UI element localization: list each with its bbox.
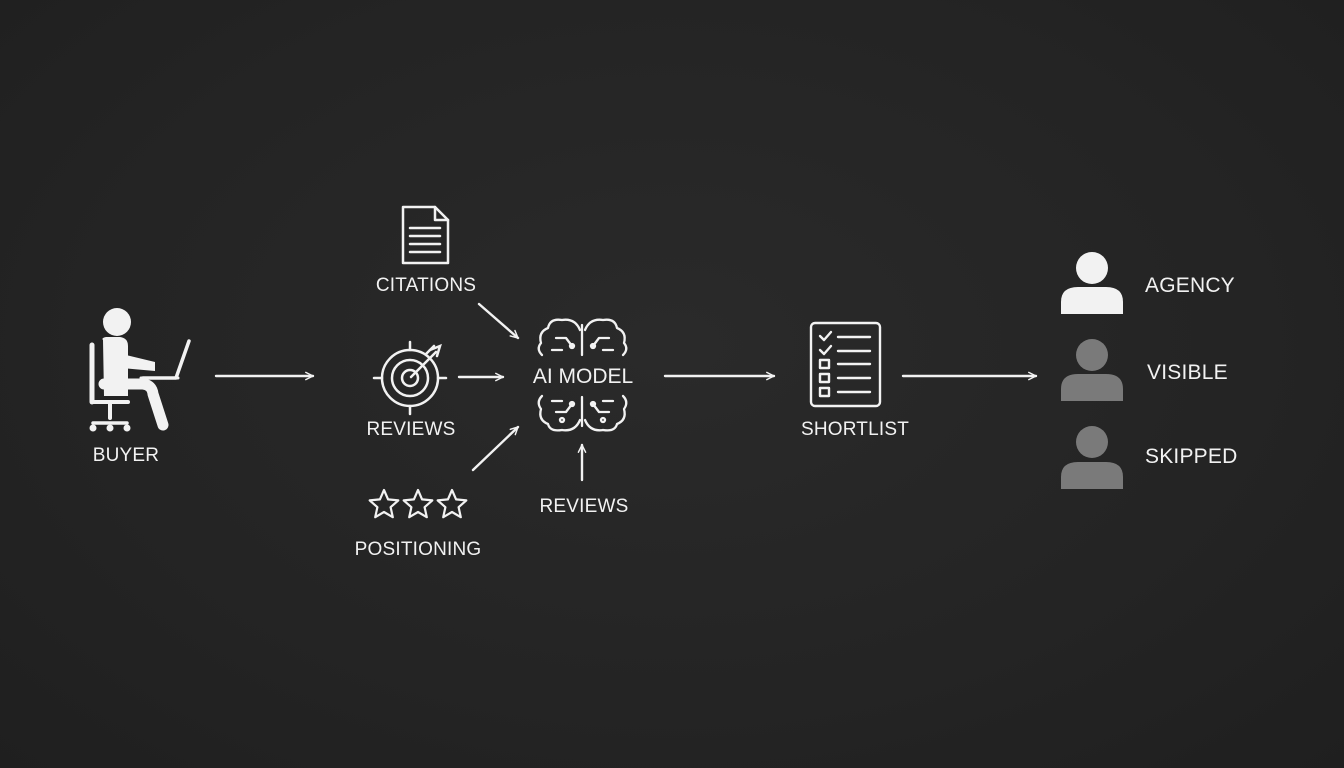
arrow-citations-to-model (477, 302, 520, 340)
document-icon (401, 205, 450, 265)
visible-person-icon (1061, 339, 1123, 401)
target-arrow-icon (372, 340, 448, 416)
shortlist-label: SHORTLIST (800, 419, 910, 440)
checklist-icon (809, 321, 882, 408)
agency-person-icon (1061, 252, 1123, 314)
skipped-label: SKIPPED (1145, 445, 1238, 468)
buyer-label: BUYER (92, 445, 160, 466)
skipped-person-icon (1061, 426, 1123, 489)
reviews-target-label: REVIEWS (366, 419, 456, 440)
ai-model-label: AI MODEL (532, 365, 634, 388)
citations-label: CITATIONS (375, 275, 477, 296)
person-at-laptop-icon (89, 308, 191, 432)
three-stars-icon (368, 488, 468, 519)
circuit-brain-icon (537, 318, 628, 432)
arrow-positioning-to-model (471, 425, 520, 472)
agency-label: AGENCY (1145, 274, 1235, 297)
visible-label: VISIBLE (1147, 361, 1228, 384)
positioning-label: POSITIONING (354, 539, 482, 560)
reviews-bottom-label: REVIEWS (539, 496, 629, 517)
